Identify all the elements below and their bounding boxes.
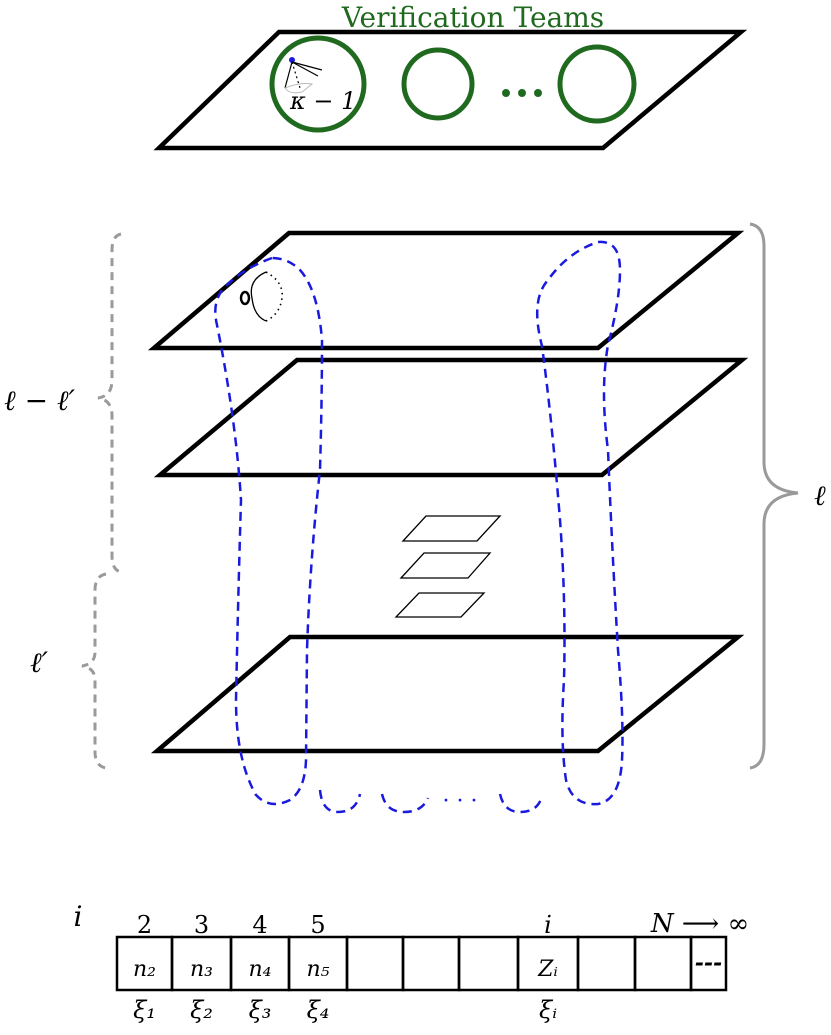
brace-lower-label: ℓ′: [30, 646, 49, 679]
verification-plane: [153, 29, 748, 151]
array-cells: n₂ n₃ n₄ n₅ Zᵢ ---: [115, 935, 728, 992]
team-circle-2: [401, 47, 475, 121]
array-index-labels: 2 3 4 5 i: [137, 911, 552, 939]
array-xi-label: ξ₁: [133, 996, 156, 1024]
array-index-label: 4: [252, 911, 267, 939]
team-ellipsis-dots: [502, 89, 542, 97]
team-size-label: κ − 1: [289, 87, 356, 115]
array-limit-label: N ⟶ ∞: [650, 909, 749, 939]
array-cell: [345, 935, 405, 992]
verification-teams-title: Verification Teams: [341, 1, 604, 34]
array-index-label: 2: [137, 911, 152, 939]
array-cell: [401, 935, 461, 992]
array-cell: [576, 935, 637, 992]
array-cell-value: n₄: [249, 957, 272, 982]
layer-plane-2: [153, 357, 749, 478]
blue-path-left: [214, 256, 324, 806]
blue-path-ellipsis: · · ·: [443, 789, 478, 814]
layer-plane-1: [147, 230, 745, 351]
array-xi-labels: ξ₁ ξ₂ ξ₃ ξ₄ ξᵢ: [133, 996, 557, 1024]
array-index-label: i: [544, 911, 552, 939]
array-cell-value: Zᵢ: [537, 957, 558, 982]
array-xi-label: ξ₄: [307, 996, 330, 1024]
team-circle-1: [269, 35, 367, 133]
brace-right: [749, 222, 799, 770]
blue-path-right: [536, 240, 624, 806]
team-circle-3: [557, 44, 637, 124]
team-fan-glyph: [284, 57, 323, 94]
array-cell: [689, 935, 728, 992]
layer-node-glyph: [239, 271, 283, 322]
array-xi-label: ξ₃: [249, 996, 272, 1024]
array-cell-value: n₅: [307, 957, 330, 982]
array-cell-value: ---: [695, 950, 722, 976]
array-cell: [633, 935, 693, 992]
layer-plane-last: [150, 634, 745, 754]
array-index-label: 3: [194, 911, 209, 939]
brace-right-label: ℓ: [814, 479, 826, 512]
array-cell-value: n₃: [190, 957, 213, 982]
array-cell-value: n₂: [133, 957, 156, 982]
array-cell: [457, 935, 520, 992]
blue-path-bottom-wiggles: [318, 789, 544, 814]
array-row-label: i: [74, 900, 83, 933]
mini-planes-stack: [394, 515, 502, 618]
brace-upper: [97, 232, 122, 574]
brace-upper-label: ℓ − ℓ′: [4, 384, 76, 417]
array-xi-label: ξ₂: [190, 996, 213, 1024]
array-index-label: 5: [310, 911, 325, 939]
brace-lower: [81, 572, 107, 770]
array-xi-label: ξᵢ: [539, 996, 557, 1024]
